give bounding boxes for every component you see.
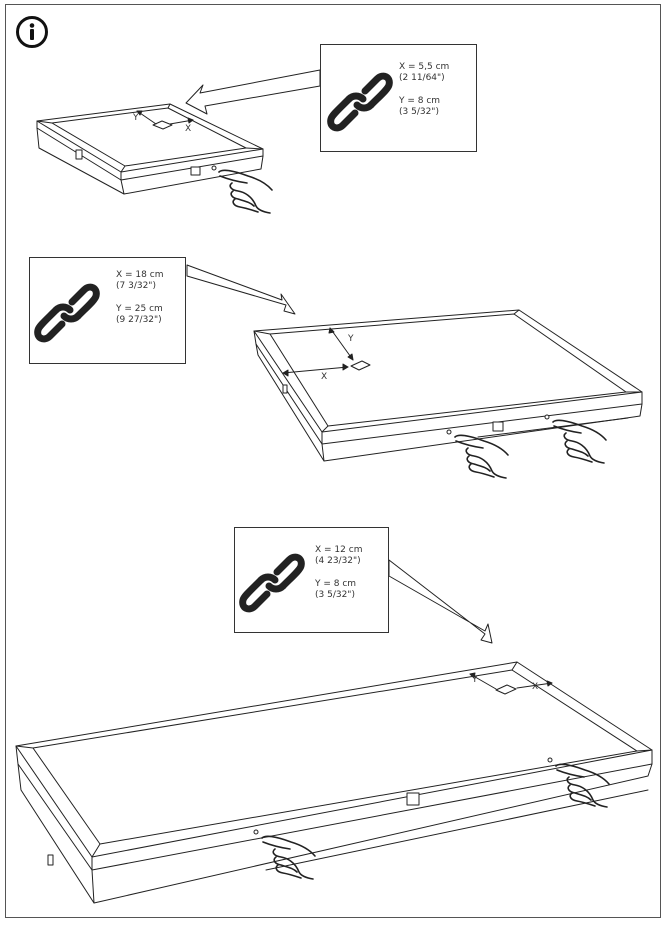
- large-panel-drawing: [16, 560, 652, 903]
- y-imperial: (3 5/32"): [399, 107, 439, 117]
- dimension-callout: X = 18 cm (7 3/32") Y = 25 cm (9 27/32"): [29, 257, 186, 364]
- chain-link-icon: [239, 553, 305, 613]
- x-metric: X = 18 cm: [116, 270, 164, 280]
- hand-press-icon: [556, 764, 609, 807]
- small-panel-drawing: [37, 70, 320, 213]
- dimension-label-y: Y: [472, 675, 478, 685]
- chain-link-icon: [327, 72, 393, 132]
- hand-press-icon: [553, 420, 606, 463]
- dimension-label-y: Y: [133, 113, 139, 123]
- y-imperial: (9 27/32"): [116, 315, 162, 325]
- hand-press-icon: [455, 435, 508, 478]
- medium-panel-drawing: [187, 265, 642, 478]
- y-metric: Y = 8 cm: [399, 96, 441, 106]
- x-metric: X = 12 cm: [315, 545, 363, 555]
- dimension-label-x: X: [321, 372, 328, 382]
- y-imperial: (3 5/32"): [315, 590, 355, 600]
- y-metric: Y = 8 cm: [315, 579, 357, 589]
- dimension-label-y: Y: [348, 334, 354, 344]
- x-imperial: (7 3/32"): [116, 281, 156, 291]
- dimension-label-x: X: [185, 124, 192, 134]
- x-imperial: (2 11/64"): [399, 73, 445, 83]
- dimension-callout: X = 12 cm (4 23/32") Y = 8 cm (3 5/32"): [234, 527, 389, 633]
- chain-link-icon: [34, 283, 100, 343]
- y-metric: Y = 25 cm: [116, 304, 163, 314]
- hand-press-icon: [262, 836, 315, 879]
- page-frame: [5, 4, 661, 918]
- info-circle-icon: [16, 16, 48, 48]
- dimension-callout: X = 5,5 cm (2 11/64") Y = 8 cm (3 5/32"): [320, 44, 477, 152]
- hand-press-icon: [219, 170, 272, 213]
- dimension-label-x: X: [532, 682, 539, 692]
- x-imperial: (4 23/32"): [315, 556, 361, 566]
- x-metric: X = 5,5 cm: [399, 62, 450, 72]
